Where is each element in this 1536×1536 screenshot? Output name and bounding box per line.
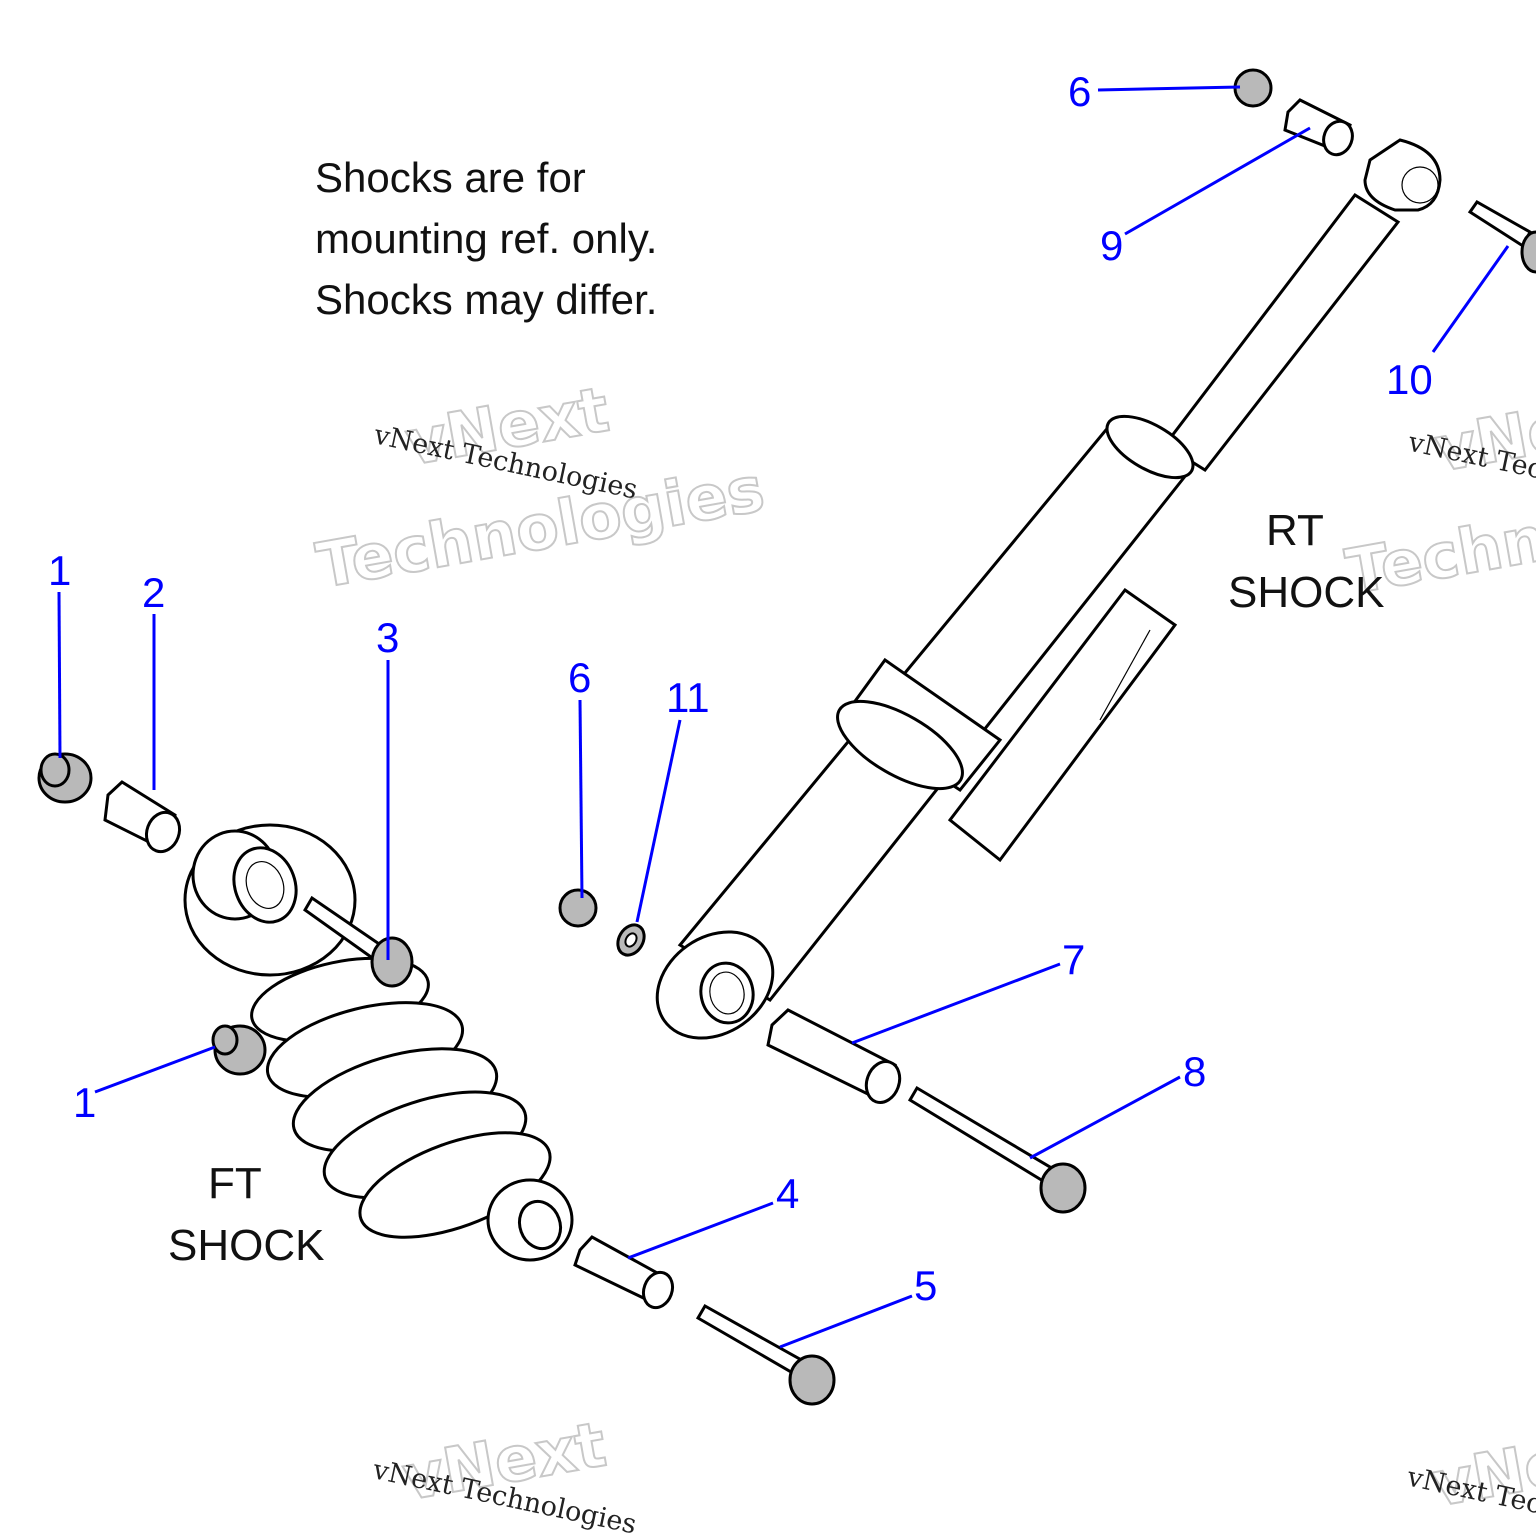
callout-10: 10: [1386, 356, 1433, 403]
part-8-bolt: [907, 1085, 1087, 1214]
front-shock: [183, 823, 574, 1262]
svg-text:Shocks may differ.: Shocks may differ.: [315, 276, 657, 323]
watermark-4: vNext vNext Technologies: [1404, 1413, 1536, 1536]
svg-text:RT: RT: [1266, 506, 1324, 555]
callouts: 1 2 3 1 4 5 6 11 7 8 6 9 10: [48, 68, 1433, 1309]
callout-7: 7: [1062, 936, 1085, 983]
part-4-bushing: [573, 1235, 675, 1310]
callout-6-top: 6: [1068, 68, 1091, 115]
callout-1-lower: 1: [73, 1079, 96, 1126]
part-2-bushing: [103, 780, 182, 854]
svg-text:FT: FT: [208, 1159, 262, 1208]
part-1-nut-upper: [37, 752, 93, 804]
watermark-1: vNext Technologies vNext Technologies: [310, 372, 770, 604]
rear-shock: [655, 138, 1442, 1040]
part-5-bolt: [695, 1303, 836, 1406]
svg-text:mounting ref. only.: mounting ref. only.: [315, 215, 657, 262]
front-shock-label: FT SHOCK: [168, 1159, 324, 1270]
part-6-nut-middle: [558, 888, 598, 928]
part-6-nut-top: [1233, 68, 1273, 108]
watermark-3: vNext vNext Technologies: [369, 1406, 639, 1536]
callout-11: 11: [666, 674, 710, 721]
callout-6-middle: 6: [568, 654, 591, 701]
part-9-bushing: [1283, 98, 1354, 157]
callout-8: 8: [1183, 1048, 1206, 1095]
callout-4: 4: [776, 1170, 799, 1217]
callout-2: 2: [142, 569, 165, 616]
mounting-note: Shocks are for mounting ref. only. Shock…: [315, 154, 657, 323]
svg-text:Shocks are for: Shocks are for: [315, 154, 586, 201]
callout-1-upper: 1: [48, 547, 71, 594]
part-3-bolt: [303, 895, 414, 988]
rear-shock-label: RT SHOCK: [1228, 506, 1384, 617]
svg-text:SHOCK: SHOCK: [1228, 568, 1384, 617]
part-10-bolt: [1467, 200, 1536, 274]
callout-9: 9: [1100, 222, 1123, 269]
callout-3: 3: [376, 614, 399, 661]
svg-text:SHOCK: SHOCK: [168, 1221, 324, 1270]
callout-5: 5: [914, 1262, 937, 1309]
part-7-bushing: [766, 1008, 902, 1104]
leader-lines: [57, 85, 1510, 1349]
part-11-washer: [616, 923, 646, 957]
part-1-nut-lower: [211, 1024, 267, 1076]
